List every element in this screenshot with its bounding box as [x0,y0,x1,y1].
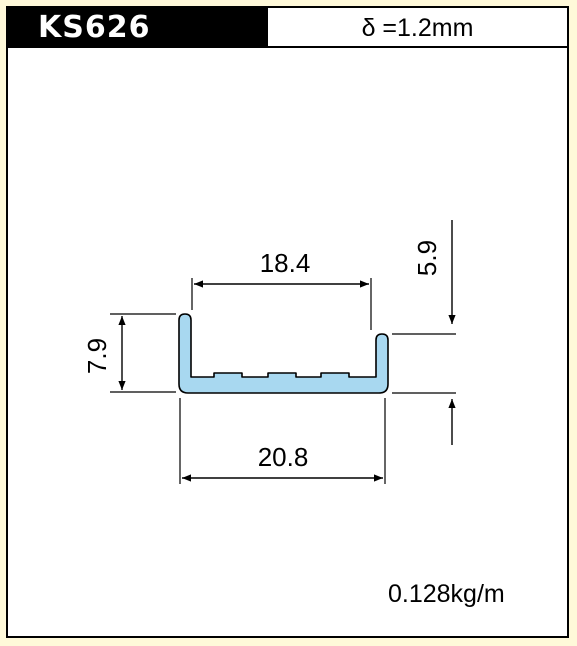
drawing-frame [6,6,569,638]
lip-label: 5.9 [412,240,442,276]
model-code: KS626 [8,8,268,48]
height-label: 7.9 [82,338,112,374]
extension-lines [110,278,456,484]
inner-width-label: 18.4 [260,248,311,278]
dimension-lines [118,220,456,482]
outer-width-label: 20.8 [258,442,309,472]
thickness-label: δ =1.2mm [268,8,567,48]
weight-label: 0.128kg/m [388,580,505,608]
u-channel-profile [178,313,389,394]
